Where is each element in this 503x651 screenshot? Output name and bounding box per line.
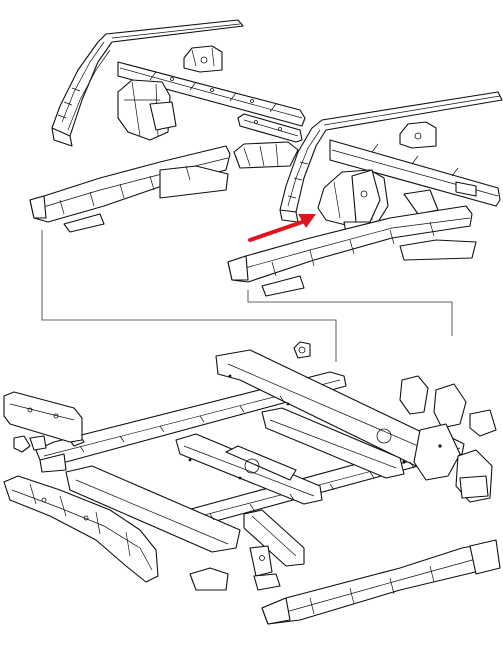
right-cross-member [329,139,501,207]
centre-channel [237,113,303,143]
small-brackets-bottom [189,509,305,591]
side-rail-left [29,145,231,233]
lower-right-sill [261,539,501,625]
upper-rear-frame-rail-left [51,19,244,147]
dashed-leader-right [247,290,453,336]
rear-cross-member [117,61,306,127]
side-rail-right [227,205,477,297]
front-cross-member [3,391,83,453]
small-floor-pan [233,141,299,169]
left-shock-housing [117,79,177,141]
shock-tower-bracket-right [399,121,437,149]
callout-arrow [248,214,316,242]
shock-tower-bracket-left [183,45,223,73]
dashed-leader-left [41,230,337,362]
upper-rear-frame-rail-right [279,91,503,223]
lower-left-sill [3,475,159,583]
main-floor-frame [35,341,497,553]
